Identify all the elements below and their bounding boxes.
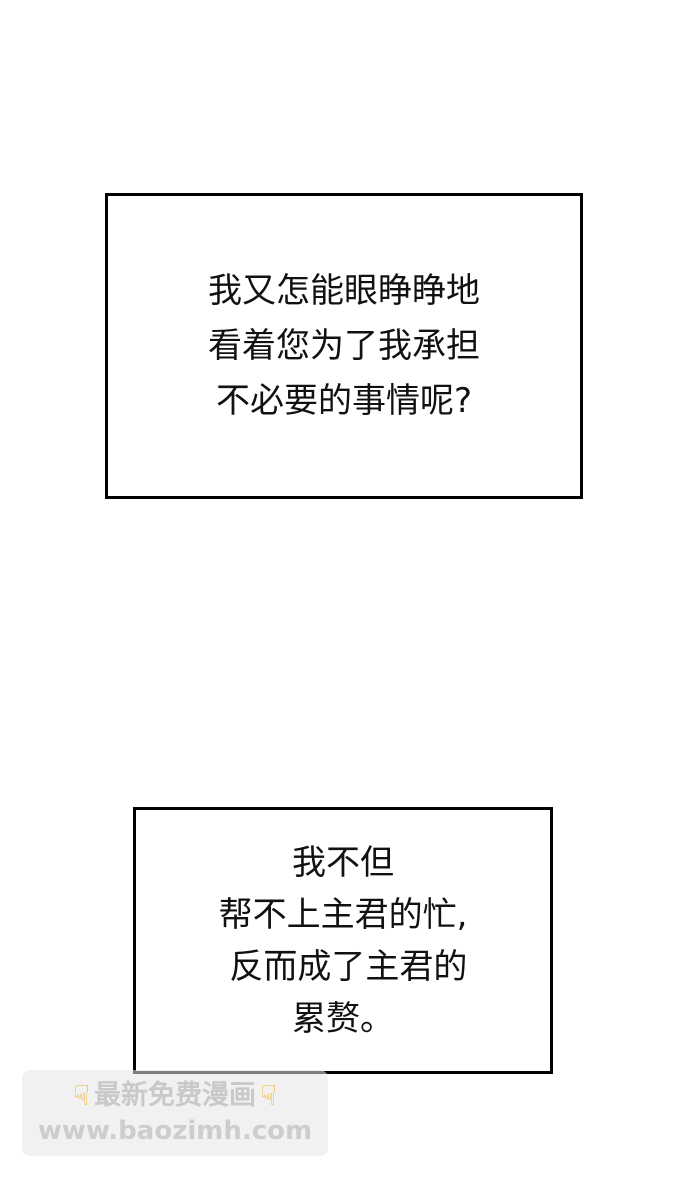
watermark-url: www.baozimh.com bbox=[37, 1116, 313, 1146]
pointing-hand-icon: ☟ bbox=[72, 1079, 90, 1112]
speech-line: 累赘。 bbox=[292, 998, 394, 1039]
watermark: ☟ 最新免费漫画 ☟ www.baozimh.com bbox=[22, 1070, 328, 1156]
speech-line: 看着您为了我承担 bbox=[208, 325, 480, 366]
watermark-title-row: ☟ 最新免费漫画 ☟ bbox=[69, 1078, 281, 1114]
speech-line: 反而成了主君的 bbox=[218, 946, 468, 987]
speech-line: 不必要的事情呢? bbox=[215, 380, 473, 421]
pointing-hand-icon: ☟ bbox=[260, 1079, 278, 1112]
speech-box-2: 我不但 帮不上主君的忙, 反而成了主君的 累赘。 bbox=[133, 807, 553, 1074]
speech-line: 我又怎能眼睁睁地 bbox=[208, 270, 480, 311]
watermark-title: 最新免费漫画 bbox=[94, 1080, 256, 1111]
speech-line: 我不但 bbox=[292, 842, 394, 883]
speech-box-1: 我又怎能眼睁睁地 看着您为了我承担 不必要的事情呢? bbox=[105, 193, 583, 499]
speech-line: 帮不上主君的忙, bbox=[218, 894, 468, 935]
